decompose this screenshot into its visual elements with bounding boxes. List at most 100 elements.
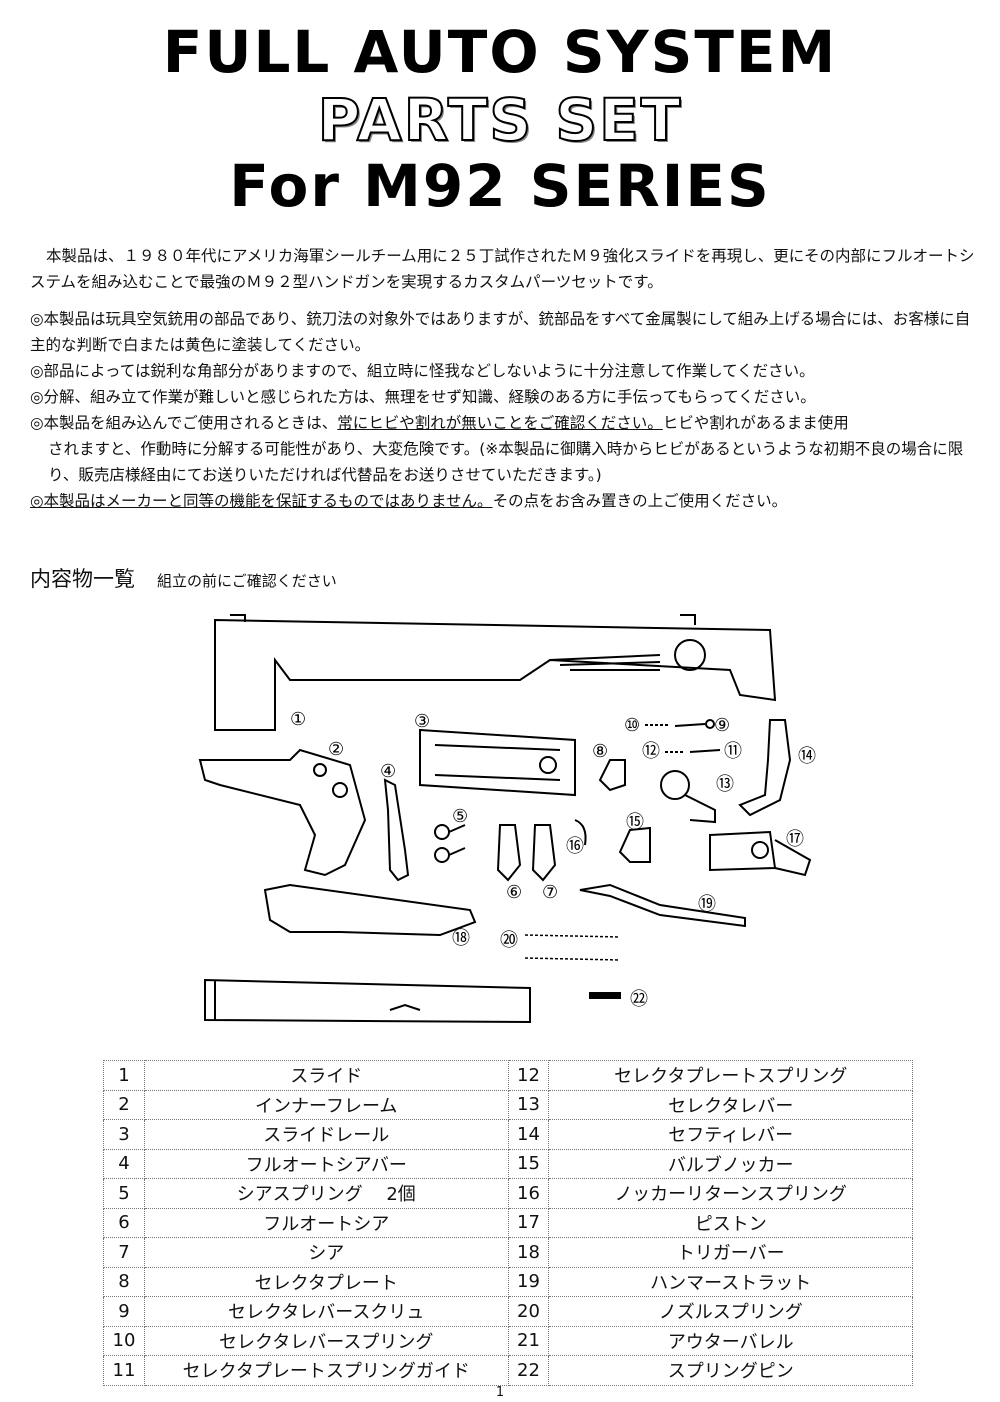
table-row: 1 スライド 12 セレクタプレートスプリング	[103, 1060, 913, 1091]
part-name: フルオートシアバー	[143, 1148, 509, 1179]
note-3: ◎分解、組み立て作業が難しいと感じられた方は、無理をせず知識、経験のある方に手伝…	[30, 388, 816, 406]
label-15: ⑮	[626, 812, 644, 833]
part-21-outer-barrel	[204, 978, 531, 1024]
note-4-underlined: 常にヒビや割れが無いことをご確認ください。	[337, 414, 663, 432]
part-number: 1	[103, 1060, 145, 1091]
part-8-selector-plate	[598, 759, 626, 792]
note-4-post: ヒビや割れがあるまま使用	[662, 414, 849, 432]
part-15-valve-knocker	[618, 826, 651, 863]
part-number: 6	[103, 1207, 145, 1238]
part-name: シアスプリング 2個	[143, 1178, 509, 1209]
part-19-hammer-strut	[579, 883, 746, 928]
part-20-nozzle-springs	[524, 934, 621, 961]
part-number: 22	[507, 1355, 550, 1386]
part-number: 10	[103, 1325, 145, 1356]
part-17-piston	[709, 830, 812, 877]
part-number: 5	[103, 1178, 145, 1209]
part-6-full-auto-sear	[496, 824, 522, 882]
parts-9-to-12	[645, 719, 721, 753]
part-number: 9	[103, 1296, 145, 1327]
part-name: セレクタプレートスプリング	[548, 1060, 913, 1091]
label-8: ⑧	[592, 741, 608, 762]
contents-title: 内容物一覧	[30, 567, 135, 591]
part-number: 18	[507, 1237, 550, 1268]
label-20: ⑳	[500, 930, 518, 951]
note-5-underlined: ◎本製品はメーカーと同等の機能を保証するものではありません。	[30, 492, 493, 510]
label-13: ⑬	[716, 774, 734, 795]
part-18-trigger-bar	[263, 883, 477, 937]
label-19: ⑲	[698, 894, 716, 915]
part-number: 14	[507, 1119, 550, 1150]
part-name: フルオートシア	[143, 1207, 509, 1238]
table-row: 10 セレクタレバースプリング 21 アウターバレル	[103, 1325, 913, 1356]
intro-paragraph: 本製品は、１９８０年代にアメリカ海軍シールチーム用に２５丁試作されたＭ９強化スラ…	[30, 243, 980, 295]
contents-heading: 内容物一覧組立の前にご確認ください	[30, 563, 337, 593]
part-name: ノッカーリターンスプリング	[548, 1178, 913, 1209]
part-7-sear	[531, 824, 557, 882]
part-2-inner-frame	[198, 748, 367, 877]
part-name: セレクタレバー	[548, 1089, 913, 1120]
part-number: 11	[103, 1355, 145, 1386]
label-17: ⑰	[786, 829, 804, 850]
part-name: ピストン	[548, 1207, 913, 1238]
part-3-slide-rail	[419, 728, 576, 797]
page-number: 1	[495, 1385, 505, 1400]
part-name: バルブノッカー	[548, 1148, 913, 1179]
part-number: 3	[103, 1119, 145, 1150]
part-name: ハンマーストラット	[548, 1266, 913, 1297]
part-number: 15	[507, 1148, 550, 1179]
part-name: セフティレバー	[548, 1119, 913, 1150]
part-number: 21	[507, 1325, 550, 1356]
part-number: 17	[507, 1207, 550, 1238]
note-1: ◎本製品は玩具空気銃用の部品であり、銃刀法の対象外ではありますが、銃部品をすべて…	[30, 310, 971, 354]
table-row: 7 シア 18 トリガーバー	[103, 1237, 913, 1268]
note-5-post: その点をお含み置きの上ご使用ください。	[492, 492, 788, 510]
note-5: ◎本製品はメーカーと同等の機能を保証するものではありません。その点をお含み置きの…	[30, 488, 985, 514]
parts-diagram: ① ② ③ ④ ⑤ ⑥ ⑦ ⑧ ⑨ ⑩ ⑪ ⑫ ⑬ ⑭ ⑮ ⑯ ⑰ ⑱ ⑲ ⑳ …	[198, 614, 816, 1024]
part-5-sear-springs	[434, 824, 466, 863]
label-16: ⑯	[566, 836, 584, 857]
table-row: 5 シアスプリング 2個 16 ノッカーリターンスプリング	[103, 1178, 913, 1209]
label-5: ⑤	[452, 806, 468, 827]
part-name: アウターバレル	[548, 1325, 913, 1356]
parts-table: 1 スライド 12 セレクタプレートスプリング 2 インナーフレーム 13 セレ…	[103, 1060, 913, 1386]
part-name: セレクタプレート	[143, 1266, 509, 1297]
table-row: 6 フルオートシア 17 ピストン	[103, 1207, 913, 1238]
label-11: ⑪	[724, 741, 742, 762]
part-name: ノズルスプリング	[548, 1296, 913, 1327]
notes-block: ◎本製品は玩具空気銃用の部品であり、銃刀法の対象外ではありますが、銃部品をすべて…	[30, 306, 985, 514]
part-name: セレクタレバースプリング	[143, 1325, 509, 1356]
label-1: ①	[290, 709, 306, 730]
part-number: 16	[507, 1178, 550, 1209]
part-number: 19	[507, 1266, 550, 1297]
label-18: ⑱	[452, 928, 470, 949]
note-4: ◎本製品を組み込んでご使用されるときは、常にヒビや割れが無いことをご確認ください…	[30, 410, 985, 488]
part-name: セレクタプレートスプリングガイド	[143, 1355, 509, 1386]
part-name: インナーフレーム	[143, 1089, 509, 1120]
label-9: ⑨	[714, 715, 730, 736]
part-name: スライド	[143, 1060, 509, 1091]
note-2: ◎部品によっては鋭利な角部分がありますので、組立時に怪我などしないように十分注意…	[30, 362, 815, 380]
label-6: ⑥	[506, 882, 522, 903]
part-number: 8	[103, 1266, 145, 1297]
part-number: 12	[507, 1060, 550, 1091]
table-row: 2 インナーフレーム 13 セレクタレバー	[103, 1089, 913, 1120]
table-row: 4 フルオートシアバー 15 バルブノッカー	[103, 1148, 913, 1179]
label-14: ⑭	[798, 746, 816, 767]
title-line-3: For M92 SERIES	[229, 152, 771, 220]
part-number: 20	[507, 1296, 550, 1327]
table-row: 8 セレクタプレート 19 ハンマーストラット	[103, 1266, 913, 1297]
label-10: ⑩	[624, 715, 640, 736]
part-1-slide	[214, 614, 777, 731]
part-13-selector-lever	[660, 770, 716, 824]
part-22-spring-pin	[589, 992, 621, 999]
label-2: ②	[328, 739, 344, 760]
note-4-continued: されますと、作動時に分解する可能性があり、大変危険です。(※本製品に御購入時から…	[48, 440, 964, 484]
label-12: ⑫	[642, 741, 660, 762]
title-line-2: PARTS SET	[317, 85, 683, 155]
title-line-1: FULL AUTO SYSTEM	[162, 18, 838, 86]
label-3: ③	[414, 711, 430, 732]
part-name: シア	[143, 1237, 509, 1268]
note-4-pre: ◎本製品を組み込んでご使用されるときは、	[30, 414, 338, 432]
part-14-safety-lever	[738, 719, 792, 817]
